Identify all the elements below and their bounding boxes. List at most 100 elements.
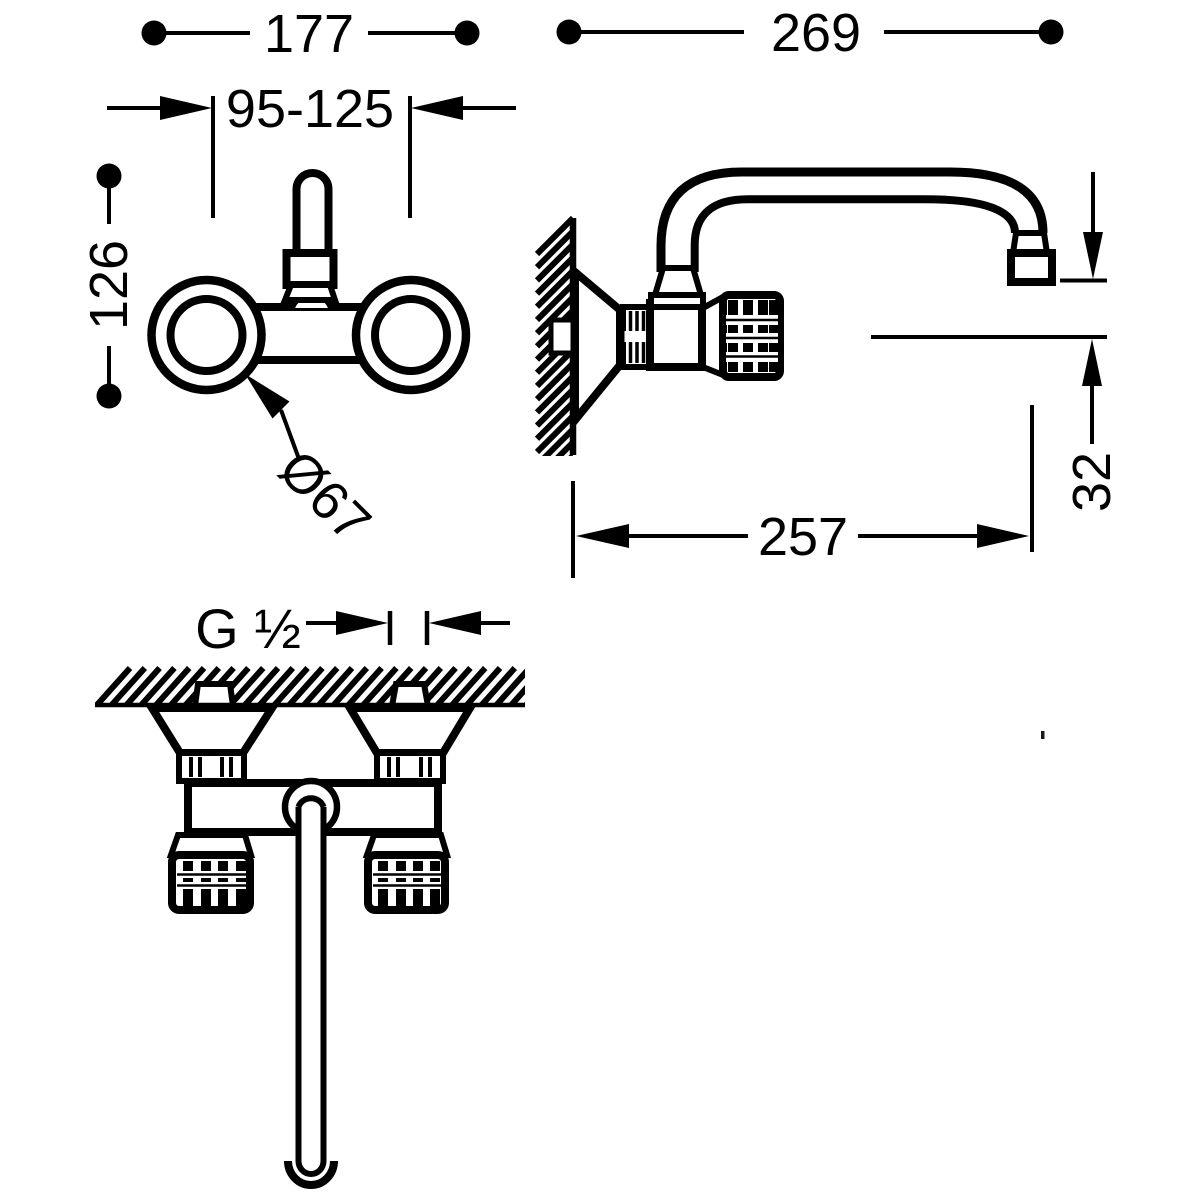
hatch-line — [138, 665, 177, 706]
dim-endpoint-dot — [96, 383, 122, 409]
inlet-nipple-right — [388, 681, 432, 709]
side-view — [534, 167, 1056, 456]
mixer-body-side — [646, 299, 706, 371]
hatch-line — [152, 665, 192, 706]
wall-flange-cone — [571, 263, 624, 432]
spout-pipe-rim-arc — [295, 795, 327, 809]
hatch-line — [300, 665, 340, 706]
dim-arrowhead-right — [977, 524, 1029, 548]
ceiling-hatch — [95, 665, 525, 706]
dim-overall-projection: 269 — [556, 3, 1064, 63]
leader-line — [279, 409, 301, 460]
hatch-line — [534, 281, 573, 323]
dim-arrowhead-right — [336, 611, 388, 635]
dim-arrowhead-left — [429, 611, 481, 635]
dim-label-overall-height: 126 — [79, 240, 139, 330]
dim-arrowhead-left — [576, 524, 629, 548]
hatch-line — [448, 665, 488, 706]
dim-endpoint-dot — [1038, 19, 1064, 45]
hatch-line — [95, 665, 133, 706]
hatch-line — [522, 701, 525, 706]
hatch-line — [108, 665, 148, 706]
nut-body — [176, 750, 247, 784]
hatch-line — [286, 665, 325, 706]
hatch-line — [167, 665, 207, 706]
dim-label-inlet-centers: 95-125 — [226, 79, 394, 139]
dim-inlet-centers: 95-125 — [107, 79, 516, 218]
dim-label-spout-reach: 257 — [758, 507, 848, 567]
dim-outlet-drop: 32 — [871, 172, 1122, 512]
hatch-line — [256, 665, 296, 706]
dim-label-overall-projection: 269 — [771, 3, 861, 63]
dim-endpoint-dot — [454, 20, 480, 46]
hatch-line — [478, 665, 518, 706]
print-artifact-mark — [1041, 731, 1045, 739]
spout-riser-pipe-front — [292, 169, 333, 260]
hatch-line — [508, 685, 525, 706]
dim-label-outlet-drop: 32 — [1062, 452, 1122, 512]
spout-pipe-end-outer — [284, 1160, 338, 1189]
hatch-line — [315, 665, 355, 706]
hatch-line — [534, 400, 573, 441]
connection-nut-bottom-right — [374, 750, 446, 784]
dim-label-overall-width: 177 — [264, 4, 354, 64]
hatch-line — [534, 295, 573, 336]
spout-tube-outer — [656, 167, 1048, 272]
front-view — [147, 169, 471, 395]
hatch-line — [534, 216, 573, 257]
hatch-line — [534, 374, 573, 415]
spout-nut-front — [282, 249, 338, 289]
wall-flange-left — [144, 704, 280, 757]
hatch-line — [493, 668, 525, 706]
dim-arrowhead-left — [411, 96, 463, 120]
hatch-line — [360, 665, 399, 706]
pipe-clearing — [300, 810, 321, 1160]
dim-spout-reach: 257 — [571, 405, 1034, 578]
hatch-line — [330, 665, 370, 706]
hatch-line — [534, 255, 573, 296]
hatch-line — [534, 268, 573, 309]
dim-endpoint-dot — [556, 19, 582, 45]
hatch-line — [271, 665, 310, 706]
dim-arrowhead-up — [1082, 339, 1102, 386]
bottom-view — [95, 665, 525, 1189]
spout-tube-inner — [690, 195, 1019, 272]
dim-arrowhead-down — [1083, 232, 1103, 279]
spout-riser-collar — [648, 292, 706, 310]
side-wall-hatch — [534, 216, 573, 456]
dim-front-overall-height: 126 — [79, 163, 139, 409]
hatch-line — [534, 347, 573, 389]
connection-nut-bottom-left — [176, 750, 247, 784]
aerator-outlet — [1007, 249, 1056, 286]
rosette-left-inner — [166, 295, 247, 375]
dim-endpoint-dot — [96, 163, 122, 189]
hatch-line — [463, 665, 503, 706]
nut-groove — [624, 331, 649, 342]
hatch-line — [534, 387, 573, 428]
spout-pipe-end-inner — [295, 1160, 327, 1177]
dim-inlet-thread: G ½ — [195, 597, 510, 660]
inlet-nipple-left — [191, 681, 237, 709]
spout-riser-nut — [650, 265, 706, 298]
hatch-line — [123, 665, 162, 706]
wall-flange-right — [342, 704, 478, 757]
hatch-line — [434, 665, 473, 706]
hatch-line — [345, 665, 384, 706]
nut-body — [374, 750, 446, 784]
spout-collar-front — [280, 282, 340, 303]
dim-label-rosette-diameter: Ø67 — [267, 439, 382, 554]
hatch-line — [534, 361, 573, 402]
hatch-line — [568, 453, 573, 456]
connection-nut-side — [620, 304, 653, 370]
dim-endpoint-dot — [141, 20, 167, 46]
wall-notch — [548, 317, 576, 356]
rosette-right-inner — [371, 295, 451, 375]
handle-knob-side — [700, 291, 784, 381]
dim-label-inlet-thread: G ½ — [195, 597, 301, 660]
dim-arrowhead-right — [160, 96, 212, 120]
hatch-line — [534, 242, 573, 283]
knob-flare — [362, 832, 452, 858]
hatch-line — [534, 413, 573, 455]
